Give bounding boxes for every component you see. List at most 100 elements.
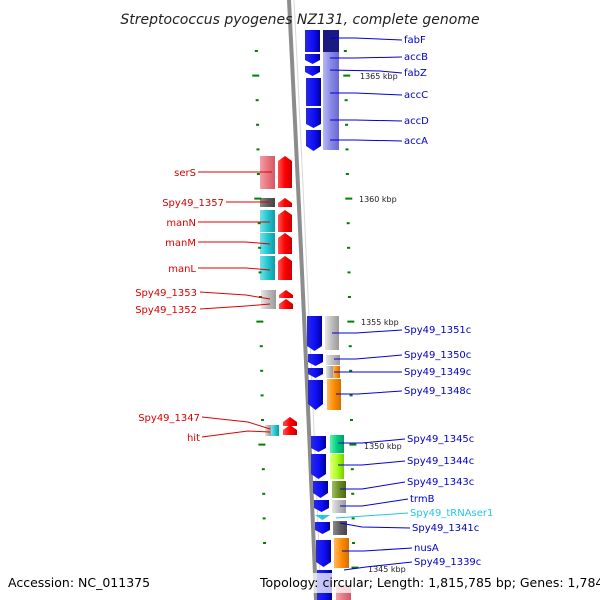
gene-Spy49_1350c-reverse (308, 354, 323, 366)
scale-tick (349, 369, 353, 372)
leader-line (334, 354, 403, 360)
cog-block (323, 30, 339, 52)
cog-block (332, 500, 346, 513)
label-Spy49_1350c: Spy49_1350c (404, 350, 471, 361)
leader-line (330, 139, 403, 142)
scale-tick (257, 222, 261, 225)
leader-line (198, 267, 271, 271)
leader-line (199, 291, 271, 300)
scale-tick (255, 99, 259, 102)
gene-fabF-reverse (305, 30, 320, 52)
leader-line (338, 438, 406, 444)
gene-nusA-reverse (316, 540, 331, 567)
label-Spy49_1357: Spy49_1357 (162, 198, 224, 209)
scale-tick (262, 492, 266, 495)
scale-tick (352, 542, 356, 544)
label-manM: manM (165, 238, 196, 249)
scale-tick (260, 394, 264, 397)
footer-background (255, 573, 600, 593)
leader-line (343, 561, 413, 571)
gene-Spy49_1347-forward (283, 417, 297, 426)
scale-tick (351, 566, 359, 569)
gene-Spy49_1345c-reverse (311, 436, 326, 452)
label-Spy49_1339c: Spy49_1339c (414, 557, 481, 568)
tick-label-1355: 1355 kbp (361, 318, 399, 327)
label-accD: accD (404, 116, 429, 127)
accession-text: Accession: NC_011375 (8, 575, 150, 590)
cog-block (330, 454, 344, 479)
tick-label-1345: 1345 kbp (368, 565, 406, 574)
gene-manN-forward (278, 210, 292, 232)
scale-tick (258, 271, 262, 274)
gene-accC-reverse (306, 78, 321, 106)
scale-tick (260, 419, 264, 421)
leader-line (342, 547, 413, 552)
label-Spy49_1345c: Spy49_1345c (407, 434, 474, 445)
scale-tick (258, 246, 262, 249)
gene-Spy49_1349c-reverse (308, 368, 323, 378)
gene-Spy49_1341c-reverse (315, 522, 330, 534)
gene-manM-forward (278, 233, 292, 254)
scale-tick (256, 148, 260, 151)
tick-label-1350: 1350 kbp (364, 442, 402, 451)
label-accB: accB (404, 52, 428, 63)
label-trmB: trmB (410, 494, 435, 505)
reverse-cog-track (323, 30, 351, 600)
label-Spy49_1349c: Spy49_1349c (404, 367, 471, 378)
scale-tick (260, 369, 264, 372)
gene-fabZ-reverse (305, 66, 320, 76)
reverse-gene-labels: fabF accB fabZ accC accD accA Spy49_1351… (404, 35, 493, 568)
scale-tick (254, 197, 262, 200)
label-Spy49_1347: Spy49_1347 (138, 413, 200, 424)
label-manL: manL (168, 264, 196, 275)
leader-line (340, 498, 409, 507)
forward-cog-track (260, 156, 279, 436)
forward-gene-labels: serS Spy49_1357 manN manM manL Spy49_135… (135, 168, 224, 444)
label-fabZ: fabZ (404, 68, 427, 79)
scale-tick (344, 99, 348, 102)
scale-tick (349, 394, 353, 397)
gene-Spy49_1357-forward (278, 198, 292, 207)
leader-line (332, 329, 403, 334)
label-Spy49_1341c: Spy49_1341c (412, 523, 479, 534)
scale-tick (348, 345, 352, 348)
leader-line (338, 460, 406, 466)
label-Spy49_1351c: Spy49_1351c (404, 325, 471, 336)
scale-tick (263, 542, 267, 544)
gene-manL-forward (278, 256, 292, 280)
cog-block (261, 290, 276, 309)
leader-line (330, 37, 403, 41)
leader-line (201, 430, 271, 438)
scale-tick (345, 173, 349, 175)
scale-tick (254, 50, 258, 52)
gene-Spy49_1353-forward (279, 290, 293, 298)
scale-tick (347, 320, 355, 323)
scale-tick (256, 173, 260, 175)
scale-tick (345, 197, 353, 200)
gene-accA-reverse (306, 130, 321, 151)
scale-tick (347, 271, 351, 274)
gene-trmB-reverse (314, 500, 329, 512)
cog-block (332, 481, 346, 498)
cog-block (326, 366, 333, 378)
scale-tick (343, 50, 347, 52)
gene-accB-reverse (305, 54, 320, 64)
cog-block (323, 52, 339, 150)
map-title: Streptococcus pyogenes NZ131, complete g… (120, 12, 479, 28)
forward-strand-genes (278, 156, 297, 435)
label-Spy49_1343c: Spy49_1343c (407, 477, 474, 488)
scale-tick (262, 517, 266, 520)
label-Spy49_1344c: Spy49_1344c (407, 456, 474, 467)
gene-serS-forward (278, 156, 292, 188)
cog-block (333, 521, 347, 535)
tick-label-1360: 1360 kbp (359, 195, 397, 204)
genome-backbone (287, 0, 318, 600)
leader-line (336, 390, 403, 395)
leader-line (329, 69, 403, 74)
scale-tick (343, 74, 351, 77)
gene-accD-reverse (306, 108, 321, 128)
scale-tick (261, 468, 265, 471)
leader-line (201, 416, 271, 430)
cog-block (334, 538, 349, 568)
